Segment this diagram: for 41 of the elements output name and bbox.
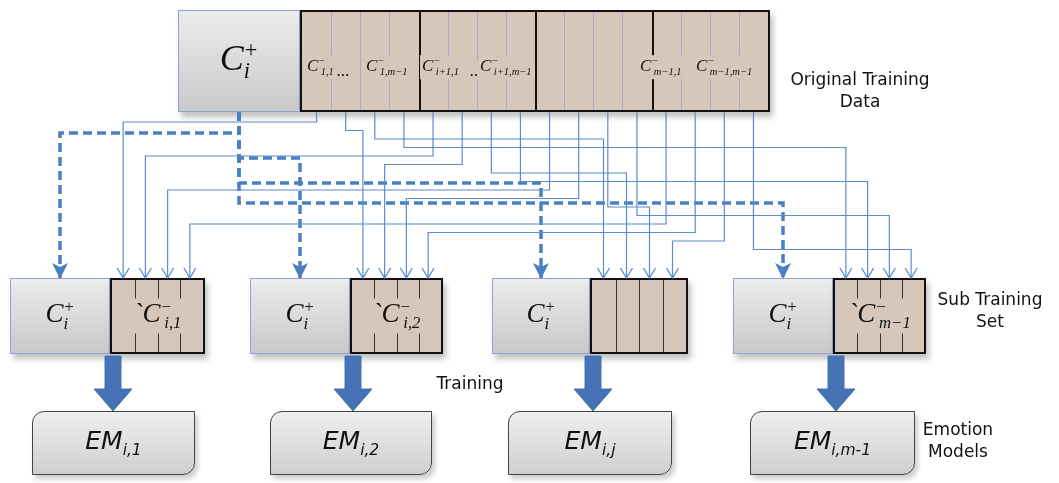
annotation-text: Emotion Models xyxy=(921,418,995,463)
arrow xyxy=(421,111,696,279)
annotation-text: Training xyxy=(435,372,505,395)
arrow xyxy=(183,111,667,279)
positive-class-box xyxy=(10,278,110,354)
arrow xyxy=(345,111,370,279)
arrow xyxy=(665,111,725,279)
arrow xyxy=(378,111,463,279)
annotation-text: Original Training Data xyxy=(790,68,930,113)
model-label: EM$_{i,j}$ xyxy=(564,427,616,459)
arrow xyxy=(607,111,657,279)
arrow xyxy=(138,111,434,279)
positive-class-box xyxy=(250,278,350,354)
negative-data-strip xyxy=(300,10,770,112)
arrow xyxy=(374,111,611,279)
arrow xyxy=(752,111,918,279)
arrow xyxy=(161,111,551,279)
block-arrow xyxy=(573,355,613,412)
positive-class-box xyxy=(733,278,833,354)
emotion-model-box xyxy=(270,411,432,475)
positive-class-box xyxy=(492,278,590,354)
negative-subset-strip xyxy=(110,278,205,354)
positive-class-box xyxy=(178,10,300,112)
emotion-model-box xyxy=(508,411,672,475)
model-label: EM$_{i,1}$ xyxy=(85,427,142,459)
arrow xyxy=(399,111,580,279)
block-arrow xyxy=(816,355,856,412)
negative-subset-strip xyxy=(350,278,443,354)
arrow xyxy=(636,111,897,279)
negative-subset-strip xyxy=(833,278,926,354)
emotion-model-box xyxy=(32,411,195,475)
annotation-text: Sub Training Set xyxy=(936,288,1044,333)
emotion-model-box xyxy=(750,411,915,475)
arrow xyxy=(116,111,318,279)
block-arrow xyxy=(333,355,373,412)
arrow xyxy=(519,111,875,279)
model-label: EM$_{i,m-1}$ xyxy=(793,427,872,459)
arrow xyxy=(403,111,853,279)
block-arrow xyxy=(93,355,133,412)
model-label: EM$_{i,2}$ xyxy=(322,427,380,459)
arrow xyxy=(490,111,634,279)
